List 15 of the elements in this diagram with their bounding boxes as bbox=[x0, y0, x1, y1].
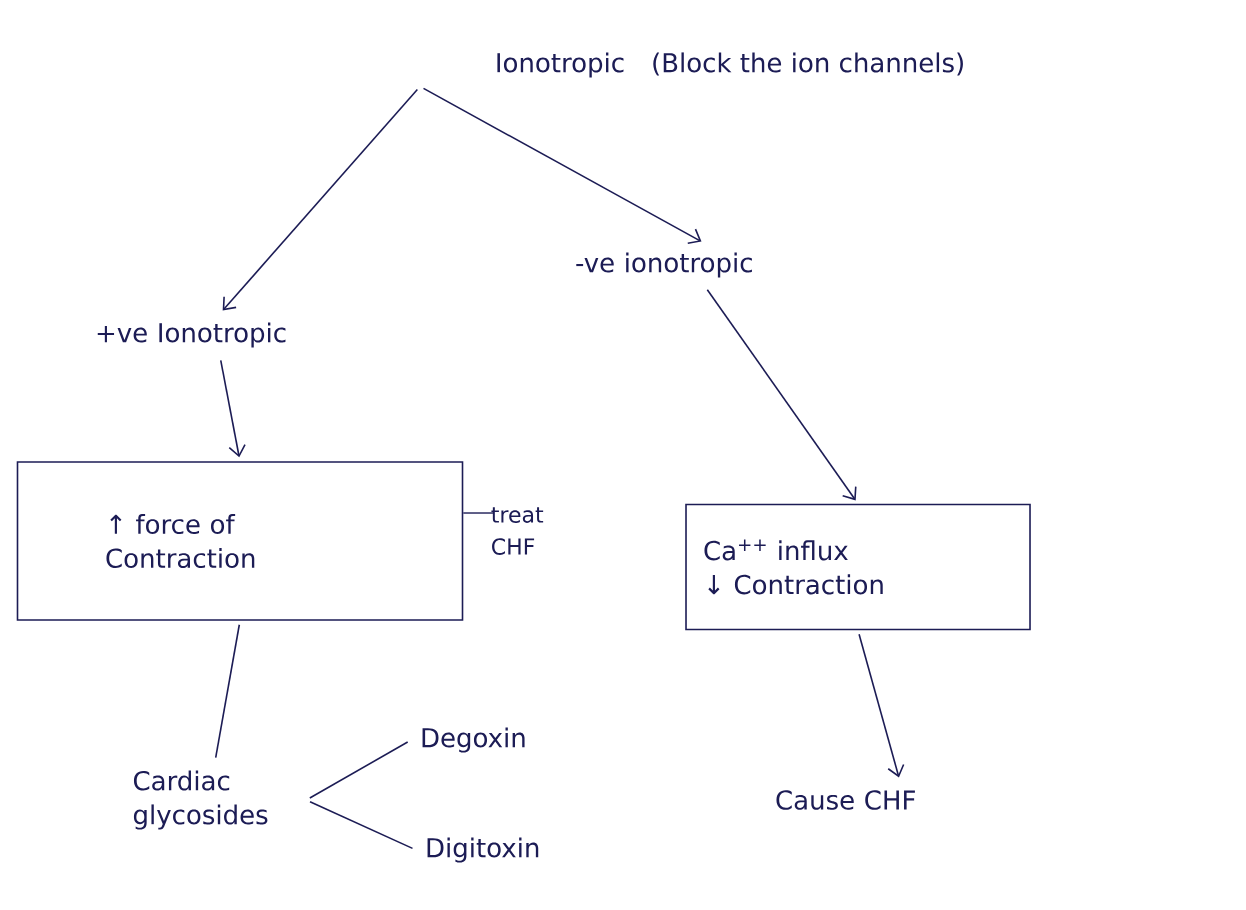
side-note: treat CHF bbox=[491, 507, 544, 555]
handwritten-label: Cause CHF bbox=[776, 790, 915, 810]
handwritten-label: Degoxin bbox=[422, 727, 525, 753]
arrow bbox=[422, 87, 702, 244]
arrow bbox=[219, 359, 246, 458]
handwritten-label: +ve Ionotropic bbox=[97, 322, 286, 348]
handwritten-label: Cardiac glycosides bbox=[133, 770, 268, 830]
arrow bbox=[858, 633, 905, 778]
arrow bbox=[706, 288, 857, 501]
process-box: ↑ force of Contraction bbox=[16, 461, 464, 621]
handwritten-label: Ionotropic (Block the ion channels) bbox=[497, 52, 963, 78]
process-box: Ca$^{++}$ influx ↓ Contraction bbox=[685, 503, 1031, 631]
arrow bbox=[222, 88, 419, 311]
handwritten-label: Digitoxin bbox=[427, 837, 539, 863]
handwritten-label: -ve ionotropic bbox=[576, 252, 752, 278]
